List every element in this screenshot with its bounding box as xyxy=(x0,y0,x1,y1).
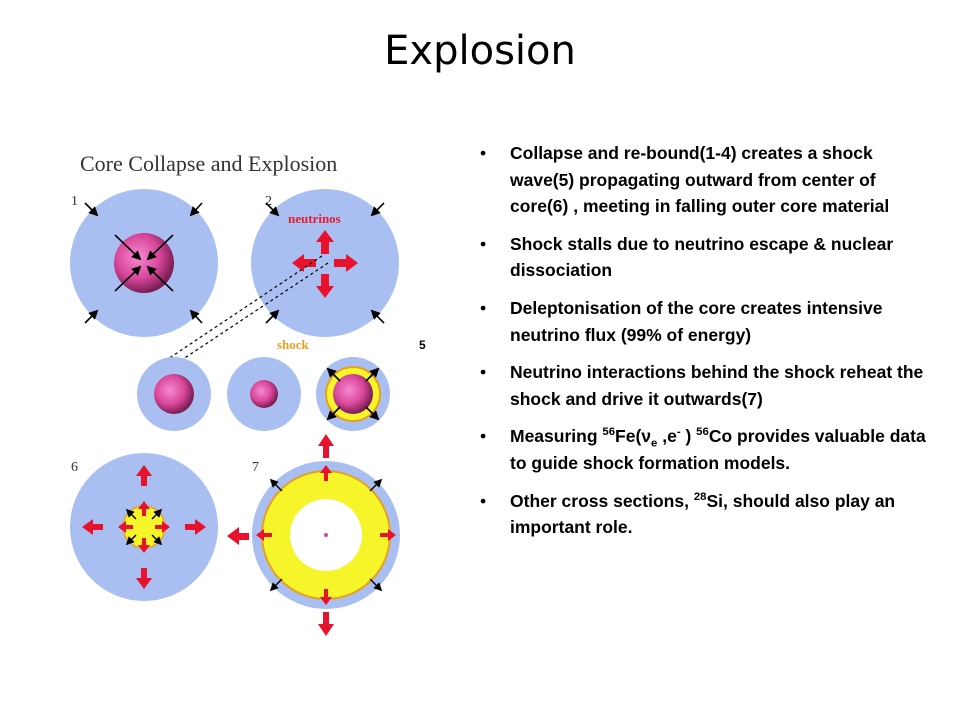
panel-number-6: 6 xyxy=(71,460,78,475)
bullet-item: Collapse and re-bound(1-4) creates a sho… xyxy=(480,140,930,220)
neutrino-arrows xyxy=(292,230,358,298)
panel-1 xyxy=(70,189,218,337)
stage-4-core xyxy=(250,380,278,408)
bullet-item: Deleptonisation of the core creates inte… xyxy=(480,295,930,348)
figure-number-5: 5 xyxy=(419,338,426,352)
figure-title: Core Collapse and Explosion xyxy=(80,151,337,176)
panel-number-1: 1 xyxy=(71,194,78,209)
core-collapse-diagram: Core Collapse and Explosion 1 2 neutrino… xyxy=(70,151,400,636)
middle-row xyxy=(137,357,390,431)
outward-arrows xyxy=(82,465,206,589)
nu-symbol: ν xyxy=(641,426,652,447)
stage-5-core xyxy=(333,374,373,414)
transition-arrow xyxy=(227,527,249,545)
stage-3-core xyxy=(154,374,194,414)
bullet-item: Other cross sections, 28Si, should also … xyxy=(480,488,930,541)
panel-number-7: 7 xyxy=(252,460,259,475)
bullet-item: Measuring 56Fe(νe ,e- ) 56Co provides va… xyxy=(480,423,930,476)
outward-arrows xyxy=(256,434,396,636)
panel-6 xyxy=(70,453,218,601)
outer-core xyxy=(251,189,399,337)
bullet-list: Collapse and re-bound(1-4) creates a sho… xyxy=(480,140,930,552)
remnant-core xyxy=(324,533,328,537)
panel-7 xyxy=(252,434,400,636)
neutrinos-label: neutrinos xyxy=(288,211,341,226)
bullet-item: Neutrino interactions behind the shock r… xyxy=(480,359,930,412)
infall-arrows xyxy=(84,202,203,324)
panel-2: neutrinos xyxy=(251,189,399,337)
shock-label: shock xyxy=(277,337,310,352)
bullet-item: Shock stalls due to neutrino escape & nu… xyxy=(480,231,930,284)
zoom-lines xyxy=(158,255,329,372)
slide-title: Explosion xyxy=(384,28,576,74)
panel-number-2: 2 xyxy=(265,194,272,209)
